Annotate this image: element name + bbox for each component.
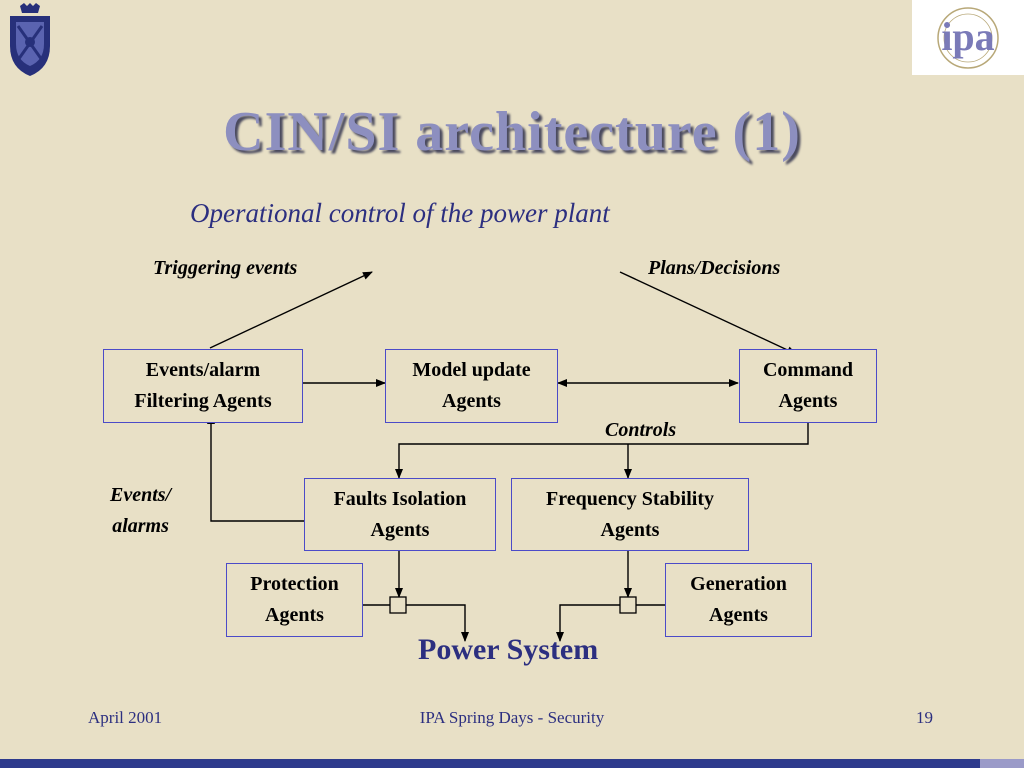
protection-to-power-arrow: [348, 604, 469, 642]
slide-number: 19: [916, 708, 933, 727]
events-filtering-line1: Events/alarm: [145, 359, 261, 381]
protection-line1: Protection: [250, 573, 339, 595]
footer-bar: [0, 759, 980, 768]
ipa-logo-text: ipa: [941, 14, 994, 59]
protection-line2: Agents: [265, 604, 324, 626]
events-alarms-label-line1: Events/: [110, 484, 172, 506]
controls-label: Controls: [605, 419, 677, 441]
protection-switch: [389, 596, 407, 614]
generation-line1: Generation: [690, 573, 787, 595]
slide-title: CIN/SI architecture (1): [223, 101, 801, 163]
triggering-events-arrow: [209, 271, 373, 349]
plans-decisions-arrow: [619, 271, 797, 355]
footer-bar-accent: [980, 759, 1024, 768]
generation-to-power-arrow: [556, 604, 680, 642]
generation-line2: Agents: [709, 604, 768, 626]
command-line2: Agents: [778, 390, 838, 412]
events-filtering-line2: Filtering Agents: [134, 390, 272, 412]
ipa-logo: ipa: [912, 0, 1024, 75]
frequency-stability-line2: Agents: [600, 518, 660, 541]
events-alarms-feedback: [207, 414, 304, 522]
triggering-events-label: Triggering events: [153, 257, 298, 279]
model-update-line2: Agents: [442, 390, 501, 412]
slide-subtitle: Operational control of the power plant: [190, 198, 610, 228]
footer-center: IPA Spring Days - Security: [419, 708, 605, 727]
faults-isolation-line2: Agents: [370, 518, 430, 541]
plans-decisions-label: Plans/Decisions: [648, 257, 781, 279]
events-alarms-label-line2: alarms: [112, 515, 169, 537]
generation-switch: [619, 596, 637, 614]
power-system-label: Power System: [418, 633, 599, 666]
model-update-line1: Model update: [412, 359, 531, 381]
university-crest-logo: [4, 2, 56, 78]
events-alarms-label: Events/ alarms: [110, 480, 171, 542]
faults-isolation-line1: Faults Isolation: [333, 487, 467, 510]
controls-connector: [395, 423, 809, 479]
frequency-stability-line1: Frequency Stability: [546, 487, 714, 510]
command-line1: Command: [762, 359, 853, 381]
footer-date: April 2001: [88, 708, 163, 727]
